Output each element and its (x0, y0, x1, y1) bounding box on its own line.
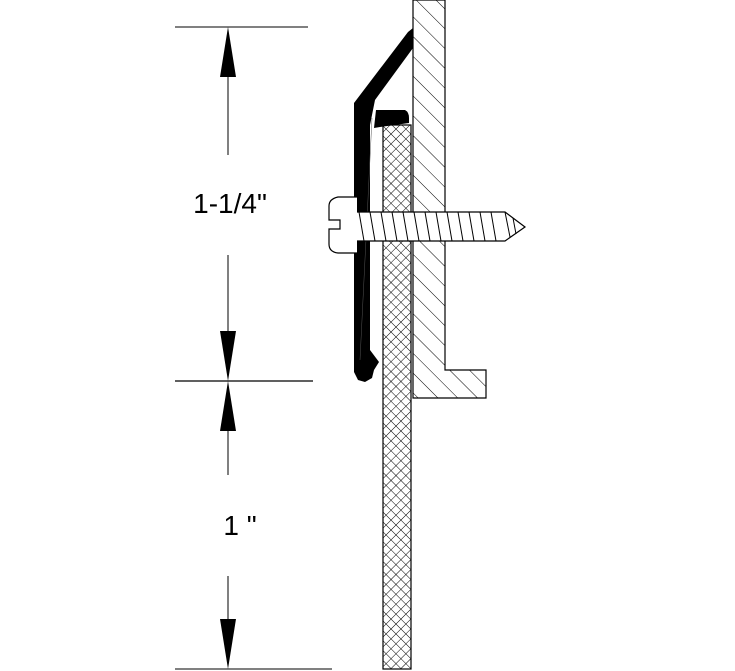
dimension-lower (175, 381, 332, 670)
dimension-upper (175, 26, 308, 381)
dimension-label-upper: 1-1/4" (193, 188, 267, 219)
screw-head (328, 196, 357, 254)
panel (382, 124, 412, 670)
dimension-label-lower: 1 " (223, 510, 257, 541)
wall-profile (412, 0, 487, 399)
screw (328, 196, 527, 254)
